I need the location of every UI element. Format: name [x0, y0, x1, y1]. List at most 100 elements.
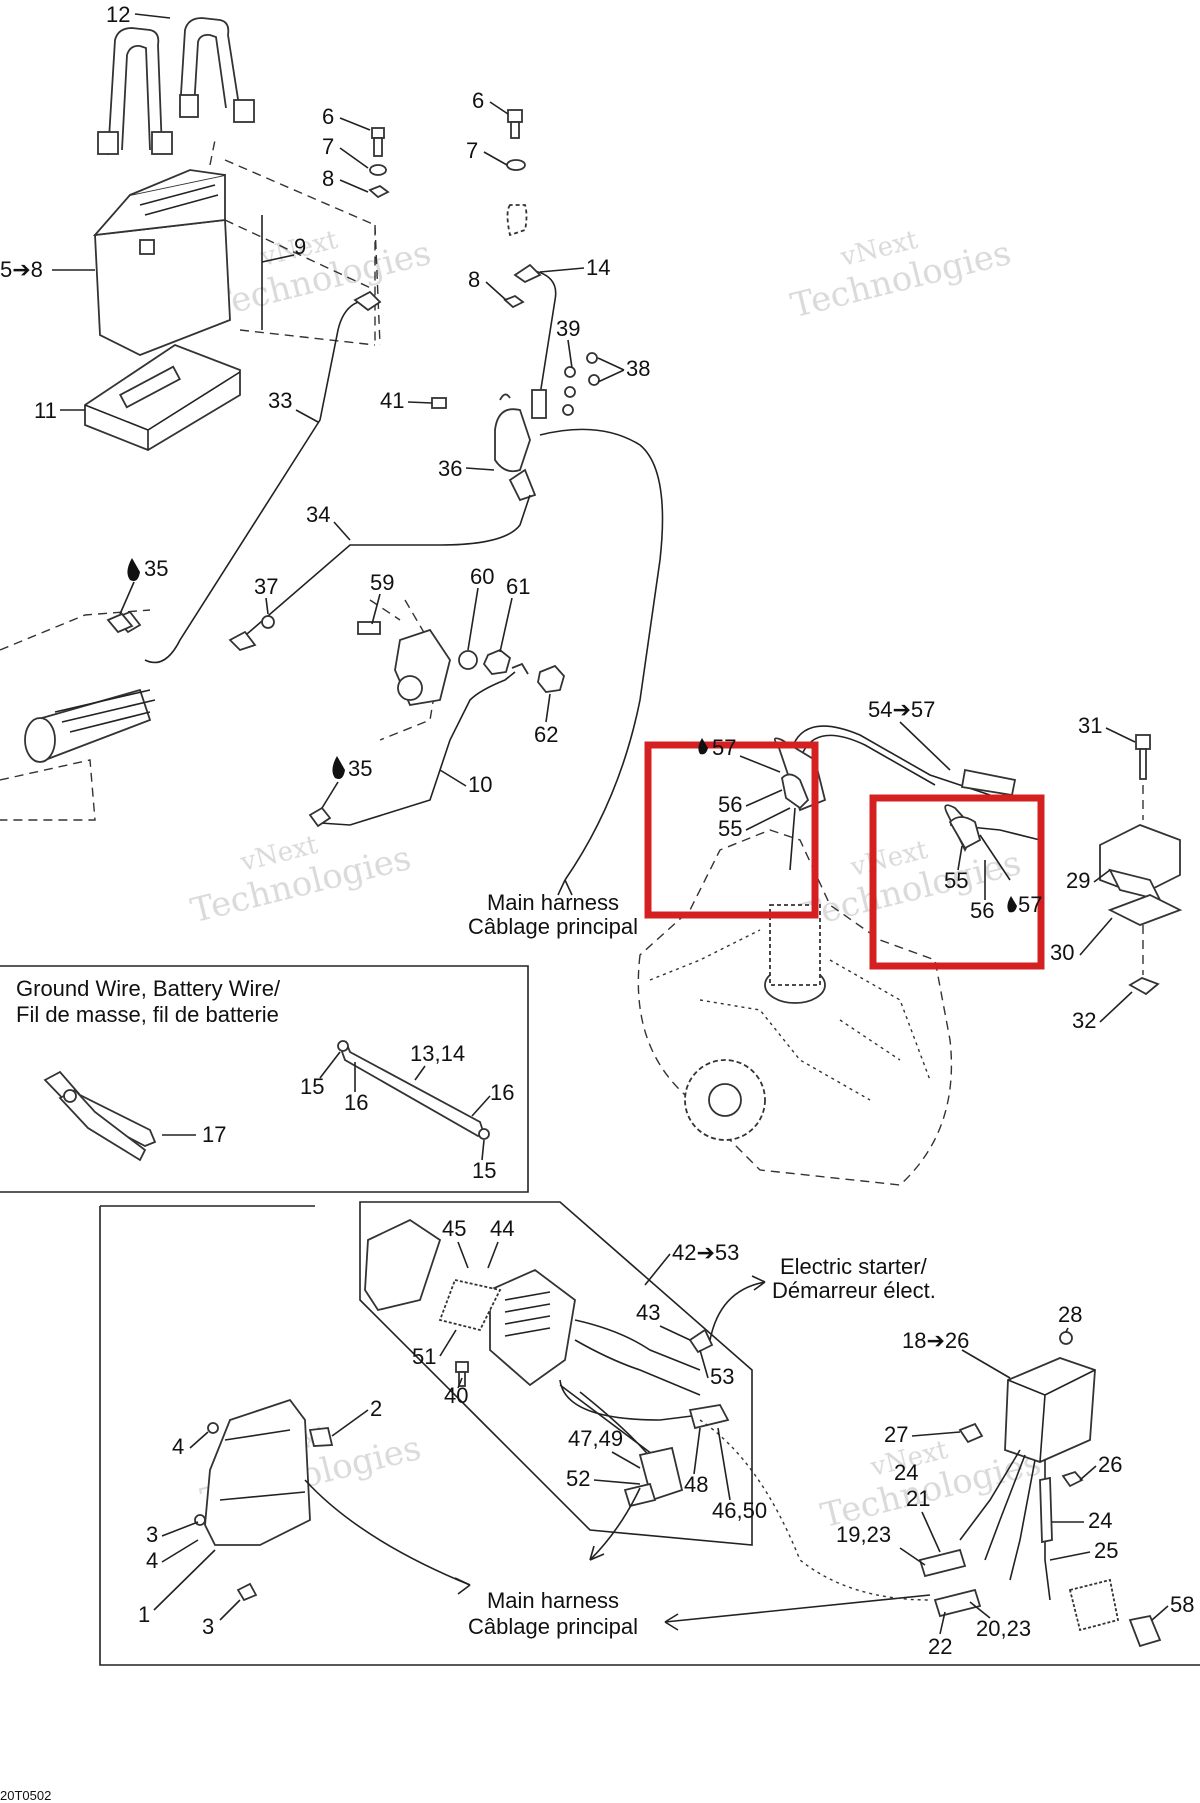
part-label-51: 51: [412, 1344, 436, 1369]
part-label-56-left: 56: [718, 792, 742, 817]
part-label-11: 11: [34, 398, 57, 423]
battery-cable: [337, 1040, 490, 1140]
part-label-7-right: 7: [466, 138, 478, 163]
wiring-plug-52: [559, 1384, 684, 1508]
part-label-10: 10: [468, 772, 492, 797]
part-label-21: 21: [906, 1486, 930, 1511]
part-label-3-top: 3: [146, 1522, 158, 1547]
starter-motor: [0, 609, 156, 821]
part-label-8-left: 8: [322, 166, 334, 191]
part-label-62: 62: [534, 722, 558, 747]
lug-35-top: [106, 612, 134, 634]
ground-wire-title-en: Ground Wire, Battery Wire/: [16, 976, 281, 1001]
highlight-frame-left: [644, 741, 819, 919]
part-label-42-53: 42➔53: [672, 1240, 739, 1265]
part-label-32: 32: [1072, 1008, 1096, 1033]
part-label-14: 14: [586, 255, 610, 280]
highlight-box-right: [869, 794, 1045, 970]
part-label-2: 2: [370, 1396, 382, 1421]
part-label-27: 27: [884, 1422, 908, 1447]
part-label-58: 58: [1170, 1592, 1194, 1617]
main-harness-label-bottom: Main harness: [487, 1588, 619, 1613]
part-label-16-right: 16: [490, 1080, 514, 1105]
part-label-31: 31: [1078, 713, 1102, 738]
part-label-35-bottom: 35: [348, 756, 372, 781]
labels-upper: 12 6 7 8 6 7 5➔8 9 8 14 39 38 11 33 41 3…: [0, 2, 650, 809]
part-label-6-left: 6: [322, 104, 334, 129]
ignition-coil: [1099, 734, 1183, 996]
main-harness-label-top: Main harness: [487, 890, 619, 915]
main-harness-callout-top: Main harness Câblage principal: [468, 890, 638, 939]
part-label-61: 61: [506, 574, 530, 599]
labels-engine: 54➔57 31 57 56 55 55 56 57 29 30 32: [698, 697, 1136, 1033]
mpem-module: [194, 1398, 471, 1602]
battery: [92, 169, 263, 356]
ecm-connector: [364, 1218, 730, 1430]
part-label-57-left: 57: [712, 735, 736, 760]
part-label-43: 43: [636, 1300, 660, 1325]
part-label-33: 33: [268, 388, 292, 413]
part-label-30: 30: [1050, 940, 1074, 965]
part-label-22: 22: [928, 1634, 952, 1659]
part-label-20-23: 20,23: [976, 1616, 1031, 1641]
part-label-57-right: 57: [1018, 892, 1042, 917]
part-label-59: 59: [370, 570, 394, 595]
demarreur-label-fr: Démarreur élect.: [772, 1278, 936, 1303]
part-label-44: 44: [490, 1216, 514, 1241]
part-label-3-bottom: 3: [202, 1614, 214, 1639]
part-label-60: 60: [470, 564, 494, 589]
rectifier-module: [699, 1331, 1162, 1648]
battery-strap: [97, 17, 255, 156]
part-label-29: 29: [1066, 868, 1090, 893]
part-label-25: 25: [1094, 1538, 1118, 1563]
battery-dashed-outline: [209, 139, 381, 346]
cablage-principal-label-bottom: Câblage principal: [468, 1614, 638, 1639]
part-label-36: 36: [438, 456, 462, 481]
part-label-24-right: 24: [1088, 1508, 1112, 1533]
part-label-4-top: 4: [172, 1434, 184, 1459]
cable-14: [513, 263, 557, 419]
part-label-9: 9: [294, 234, 306, 259]
part-label-55-right: 55: [944, 868, 968, 893]
labels-lower: 45 44 42➔53 43 51 53 40 2 4 47,49 52 48 …: [138, 1216, 1194, 1659]
relay-36: [431, 393, 537, 502]
part-label-48: 48: [684, 1472, 708, 1497]
cablage-principal-label-top: Câblage principal: [468, 914, 638, 939]
part-label-40: 40: [444, 1383, 468, 1408]
part-label-41: 41: [380, 388, 404, 413]
starter-callout: Electric starter/ Démarreur élect.: [709, 1254, 936, 1341]
electric-starter-label-en: Electric starter/: [780, 1254, 928, 1279]
crimp-tool: [43, 1070, 157, 1162]
part-label-7-left: 7: [322, 134, 334, 159]
part-label-5-8: 5➔8: [0, 257, 43, 282]
cable-33: [144, 290, 382, 664]
part-label-38: 38: [626, 356, 650, 381]
bracket: [357, 599, 566, 741]
part-label-6-right: 6: [472, 88, 484, 113]
part-label-26: 26: [1098, 1452, 1122, 1477]
part-label-35-top: 35: [144, 556, 168, 581]
part-label-55-left: 55: [718, 816, 742, 841]
part-label-53: 53: [710, 1364, 734, 1389]
part-label-13-14: 13,14: [410, 1041, 465, 1066]
lower-frame: [99, 1201, 1200, 1666]
part-label-52: 52: [566, 1466, 590, 1491]
part-label-8-right: 8: [468, 267, 480, 292]
part-label-54-57: 54➔57: [868, 697, 935, 722]
part-label-39: 39: [556, 316, 580, 341]
part-label-45: 45: [442, 1216, 466, 1241]
cable-34: [228, 494, 531, 652]
part-label-46-50: 46,50: [712, 1498, 767, 1523]
part-label-17: 17: [202, 1122, 226, 1147]
part-label-1: 1: [138, 1602, 150, 1627]
ground-wire-title-fr: Fil de masse, fil de batterie: [16, 1002, 279, 1027]
ground-wire-box: Ground Wire, Battery Wire/ Fil de masse,…: [0, 965, 529, 1193]
part-label-24-left: 24: [894, 1460, 918, 1485]
part-label-37: 37: [254, 574, 278, 599]
part-label-18-26: 18➔26: [902, 1328, 969, 1353]
part-label-28: 28: [1058, 1302, 1082, 1327]
battery-tray: [84, 343, 241, 452]
part-label-12: 12: [106, 2, 130, 27]
part-label-4-bottom: 4: [146, 1548, 158, 1573]
